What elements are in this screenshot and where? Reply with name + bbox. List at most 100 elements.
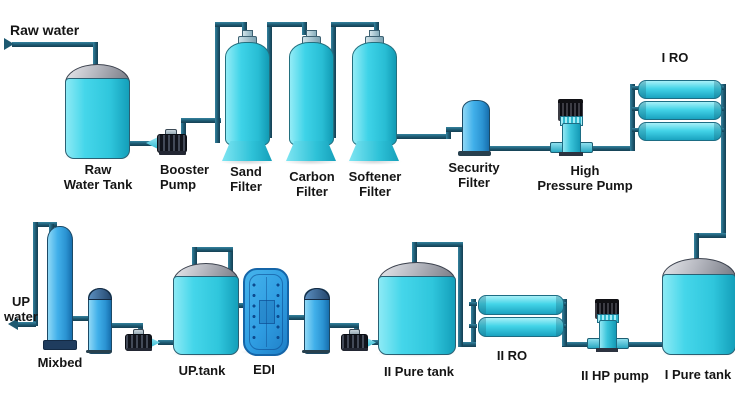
pipe bbox=[630, 84, 635, 151]
pipe-stub bbox=[632, 86, 640, 90]
sand-filter-base bbox=[222, 141, 272, 161]
label-mixbed: Mixbed bbox=[37, 355, 83, 370]
pipe bbox=[215, 22, 220, 143]
pipe bbox=[721, 84, 726, 238]
pipe bbox=[267, 22, 307, 27]
shadow bbox=[346, 158, 402, 165]
pipe bbox=[446, 127, 451, 139]
pipe bbox=[374, 22, 379, 35]
label-high-pressure-pump: High Pressure Pump bbox=[537, 163, 633, 193]
mixbed-feed-pump-inlet bbox=[149, 337, 160, 348]
raw-water-tank bbox=[65, 78, 130, 159]
pipe bbox=[282, 315, 306, 320]
pipe bbox=[68, 316, 90, 321]
pipe bbox=[242, 22, 247, 35]
sand-filter bbox=[225, 42, 270, 146]
raw-water-inlet-arrow-icon bbox=[4, 38, 14, 50]
pipe bbox=[562, 299, 567, 346]
label-up-tank: UP.tank bbox=[178, 363, 226, 378]
ro1-membrane bbox=[638, 80, 722, 99]
pipe bbox=[108, 323, 143, 328]
edi-frame bbox=[249, 274, 283, 350]
pipe bbox=[192, 247, 197, 267]
pipe bbox=[181, 118, 221, 123]
pipe bbox=[33, 222, 38, 326]
edi-centerline bbox=[266, 277, 267, 347]
polisher-column2-cap bbox=[88, 288, 112, 300]
pipe bbox=[12, 42, 97, 47]
pure-tank1 bbox=[662, 274, 735, 355]
pipe bbox=[302, 22, 307, 35]
up-tank bbox=[173, 276, 239, 355]
pipe bbox=[694, 233, 726, 238]
hp-pump2-base bbox=[596, 348, 618, 352]
pure-tank2 bbox=[378, 276, 456, 355]
mixbed-base bbox=[43, 340, 77, 350]
label-security-filter: Security Filter bbox=[448, 160, 500, 190]
label-pure-tank2: II Pure tank bbox=[383, 364, 455, 379]
pipe-stub bbox=[469, 302, 477, 306]
pipe-stub bbox=[632, 128, 640, 132]
label-raw-water: Raw water bbox=[10, 22, 80, 38]
ro1-membrane bbox=[638, 101, 722, 120]
up-water-outlet-arrow-icon bbox=[8, 318, 18, 330]
shadow bbox=[219, 158, 275, 165]
edi-core bbox=[259, 300, 275, 324]
edi-bolts-right bbox=[276, 280, 280, 344]
edi-feed-pump-inlet bbox=[365, 337, 376, 348]
label-pure-tank1: I Pure tank bbox=[664, 367, 732, 382]
mixbed-column bbox=[47, 226, 73, 346]
security-filter-base bbox=[458, 151, 491, 156]
high-pressure-pump-base bbox=[559, 152, 583, 156]
pipe bbox=[372, 340, 382, 345]
polisher-column-base bbox=[302, 350, 330, 353]
label-booster-pump: Booster Pump bbox=[160, 162, 210, 192]
pipe bbox=[412, 242, 463, 247]
edi-feed-pump-base bbox=[343, 348, 368, 351]
edi-bolts-left bbox=[252, 280, 256, 344]
edi-module bbox=[243, 268, 289, 356]
label-softener-filter: Softener Filter bbox=[348, 169, 402, 199]
pipe bbox=[326, 323, 359, 328]
pipe bbox=[694, 233, 699, 261]
pipe bbox=[331, 22, 379, 27]
pipe bbox=[93, 42, 98, 68]
label-up-water: UP water bbox=[4, 294, 38, 324]
pipe bbox=[181, 118, 186, 144]
pipe bbox=[192, 247, 233, 252]
label-ro1: I RO bbox=[661, 50, 689, 65]
label-ro2: II RO bbox=[496, 348, 528, 363]
pipe bbox=[18, 322, 36, 327]
softener-filter bbox=[352, 42, 397, 146]
pipe bbox=[446, 127, 464, 132]
carbon-filter bbox=[289, 42, 334, 146]
label-raw-water-tank: Raw Water Tank bbox=[63, 162, 133, 192]
pipe-stub bbox=[469, 324, 477, 328]
softener-filter-base bbox=[349, 141, 399, 161]
high-pressure-pump bbox=[562, 123, 581, 155]
pipe bbox=[158, 340, 175, 345]
pipe bbox=[471, 299, 476, 346]
label-carbon-filter: Carbon Filter bbox=[289, 169, 335, 199]
ro2-membrane bbox=[478, 295, 564, 315]
ro1-membrane bbox=[638, 122, 722, 141]
pipe bbox=[581, 146, 635, 151]
shadow bbox=[283, 158, 339, 165]
hp-pump2 bbox=[599, 320, 617, 350]
pipe bbox=[126, 141, 152, 146]
carbon-filter-base bbox=[286, 141, 336, 161]
security-filter bbox=[462, 100, 490, 156]
pipe bbox=[395, 134, 451, 139]
pipe bbox=[33, 222, 57, 227]
pipe bbox=[458, 242, 463, 347]
pipe bbox=[487, 146, 562, 151]
pipe bbox=[412, 242, 417, 266]
polisher-column2-base bbox=[86, 350, 112, 353]
ro2-membrane bbox=[478, 317, 564, 337]
mixbed-feed-pump-base bbox=[127, 348, 152, 351]
pipe bbox=[215, 22, 247, 27]
label-hp-pump2: II HP pump bbox=[581, 368, 649, 383]
pipe bbox=[458, 342, 476, 347]
label-edi: EDI bbox=[253, 362, 275, 377]
